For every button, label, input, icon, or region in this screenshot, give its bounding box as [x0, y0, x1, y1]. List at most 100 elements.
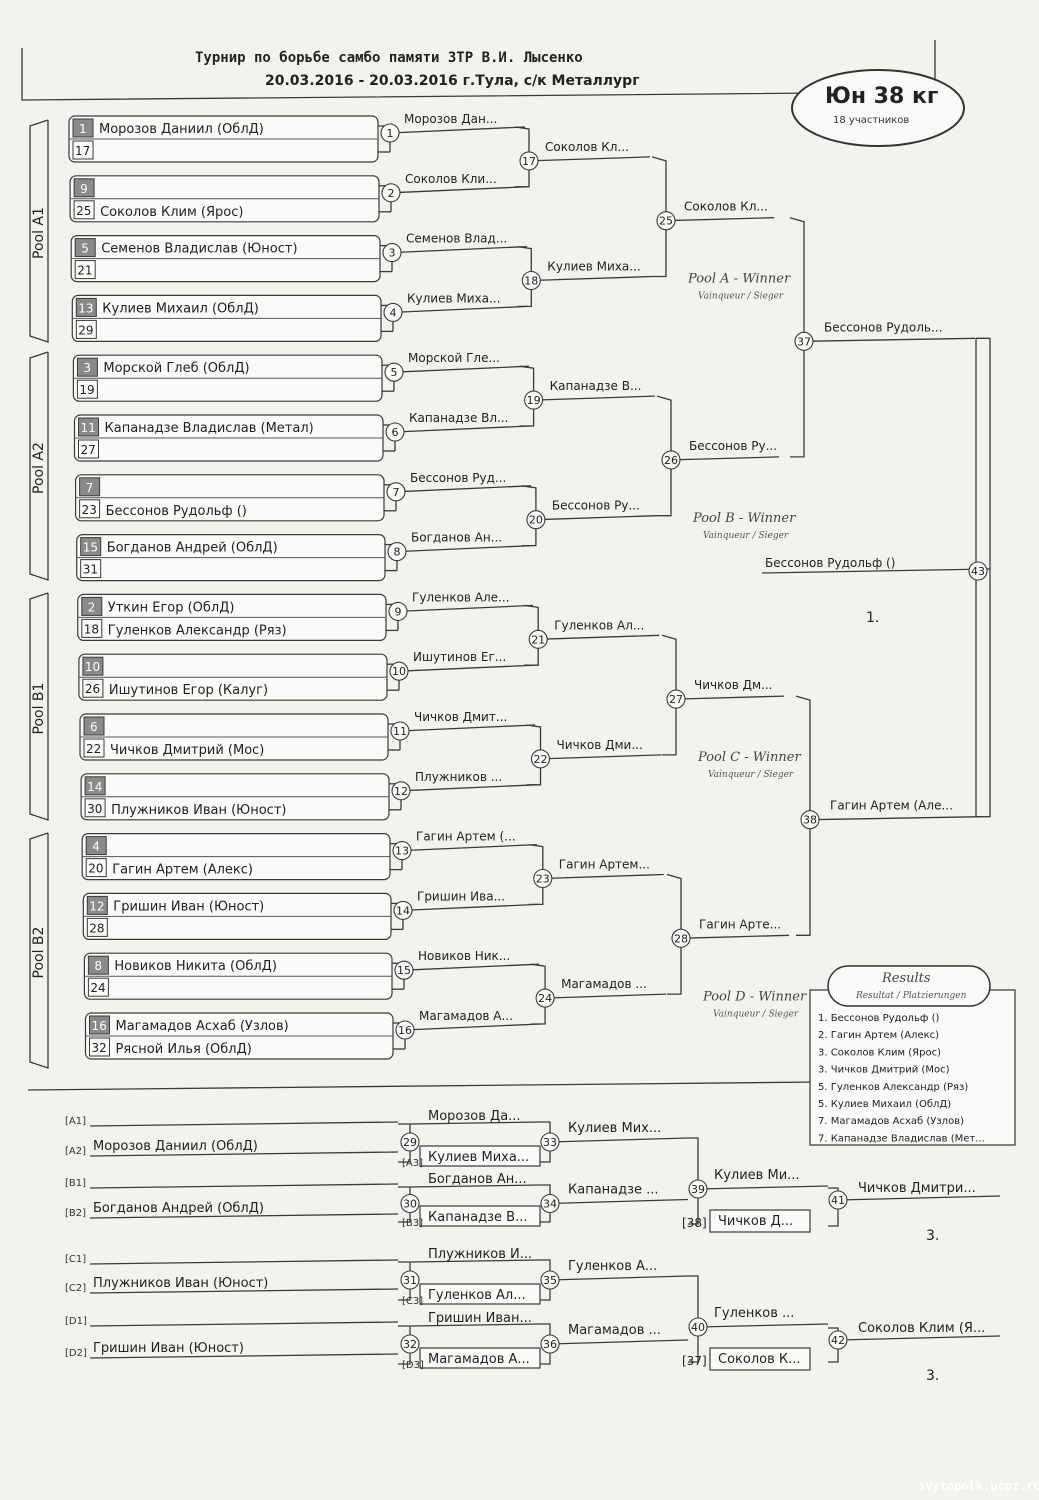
seed-number: 26: [85, 682, 100, 696]
seed-cell: [73, 200, 95, 220]
winner-line: [697, 1323, 829, 1328]
seed-number: 12: [89, 899, 104, 913]
competitor-name: Морозов Даниил (ОблД): [99, 122, 264, 137]
slot-label: [B2]: [65, 1208, 86, 1219]
seed-cell: [84, 798, 106, 818]
seed-cell: [85, 858, 107, 878]
match-circle: [688, 1179, 708, 1199]
match-number: 39: [691, 1183, 705, 1196]
match-number: 9: [395, 605, 402, 618]
match-winner: Семенов Влад...: [406, 232, 507, 246]
seed-number: 31: [83, 563, 98, 577]
competitor-name: Ишутинов Егор (Калуг): [109, 683, 268, 698]
seed-cell: [89, 1037, 110, 1057]
seed-number: 27: [81, 443, 96, 457]
match-circle: [400, 1132, 420, 1152]
slot-label: [C1]: [65, 1254, 86, 1265]
match-circle: [392, 841, 412, 861]
slot-name: Морозов Даниил (ОблД): [93, 1139, 258, 1154]
seed-number: 23: [82, 503, 97, 517]
match-number: 30: [403, 1198, 417, 1211]
winner-line: [393, 365, 530, 373]
seed-number: 8: [94, 959, 102, 973]
seed-number: 25: [76, 204, 91, 218]
match-circle: [384, 362, 404, 382]
winner-line: [409, 1121, 541, 1125]
match-circle: [828, 1190, 848, 1210]
match-winner: Гуленков А...: [568, 1259, 657, 1274]
winner-line: [533, 395, 655, 401]
slot-name: Гришин Иван (Юност): [93, 1341, 244, 1356]
winner-line: [409, 1259, 541, 1263]
repechage-bracket: [A1][A2]Морозов Даниил (ОблД)[B1][B2]Бог…: [65, 1109, 1001, 1384]
pool-bracket: [29, 351, 49, 581]
seed-cell: [78, 417, 99, 437]
match-top: Богданов Ан...: [428, 1172, 527, 1187]
winner-line: [549, 1137, 689, 1143]
match-circle: [380, 123, 400, 143]
match-circle: [400, 1334, 420, 1354]
winner-line: [392, 305, 529, 314]
match-winner: Гагин Арте...: [699, 917, 781, 931]
winner-line: [389, 126, 526, 134]
slot-line: [89, 1213, 399, 1219]
seed-number: 16: [92, 1019, 107, 1033]
winner-line: [803, 337, 976, 342]
match-circle: [526, 510, 546, 530]
result-line: 1. Бессонов Рудольф (): [818, 1013, 939, 1024]
slot-line: [89, 1259, 399, 1265]
pool-label: Pool B1: [31, 683, 47, 735]
winner-line: [400, 784, 537, 792]
seed-cell: [73, 178, 95, 198]
seed-cell: [84, 776, 106, 796]
match-winner: Магамадов ...: [568, 1323, 661, 1338]
results-panel: Results Resultat / Platzierungen 1. Бесс…: [809, 965, 1016, 1146]
match-winner: Кулиев Миха...: [407, 291, 500, 305]
winner-line: [535, 515, 657, 521]
seed-number: 7: [86, 481, 94, 495]
winner-line: [409, 1323, 541, 1327]
match-winner: Бессонов Руд...: [410, 471, 506, 485]
match-circle: [540, 1270, 560, 1290]
header-frame: [21, 40, 936, 101]
slot-label: [C3]: [402, 1296, 423, 1307]
slot-label: [A1]: [65, 1116, 86, 1127]
bronze-place: 3.: [926, 1368, 939, 1384]
match-winner: Чичков Дми...: [557, 738, 643, 752]
match-number: 26: [664, 454, 678, 467]
pool-label: Pool A1: [31, 207, 47, 259]
slot-label: [A3]: [402, 1158, 423, 1169]
category-badge: [791, 69, 965, 147]
slot-label: [B3]: [402, 1218, 423, 1229]
match-winner: Гуленков Але...: [412, 590, 510, 604]
seed-number: 17: [75, 144, 90, 158]
final-winner: Бессонов Рудольф (): [765, 556, 895, 570]
match-circle: [800, 810, 820, 830]
seed-cell: [80, 537, 102, 557]
slot-line: [89, 1151, 399, 1157]
match-winner: Плужников ...: [415, 770, 502, 784]
winner-line: [538, 634, 660, 640]
match-number: 25: [659, 215, 673, 228]
match-number: 8: [394, 546, 401, 559]
match-bot: Кулиев Миха...: [428, 1150, 529, 1165]
match-circle: [671, 928, 691, 948]
winner-line: [404, 1023, 541, 1031]
match-winner: Богданов Ан...: [411, 531, 502, 545]
match-number: 2: [388, 187, 395, 200]
slot-label: [D1]: [65, 1316, 87, 1327]
match-circle: [661, 450, 681, 470]
seed-number: 28: [89, 921, 104, 935]
competitor-name: Новиков Никита (ОблД): [114, 959, 277, 974]
seed-number: 29: [78, 323, 93, 337]
winner-line: [837, 1335, 1001, 1341]
match-top: Кулиев Ми...: [714, 1168, 800, 1183]
match-circle: [388, 601, 408, 621]
match-number: 21: [531, 633, 545, 646]
winner-line: [391, 245, 528, 254]
